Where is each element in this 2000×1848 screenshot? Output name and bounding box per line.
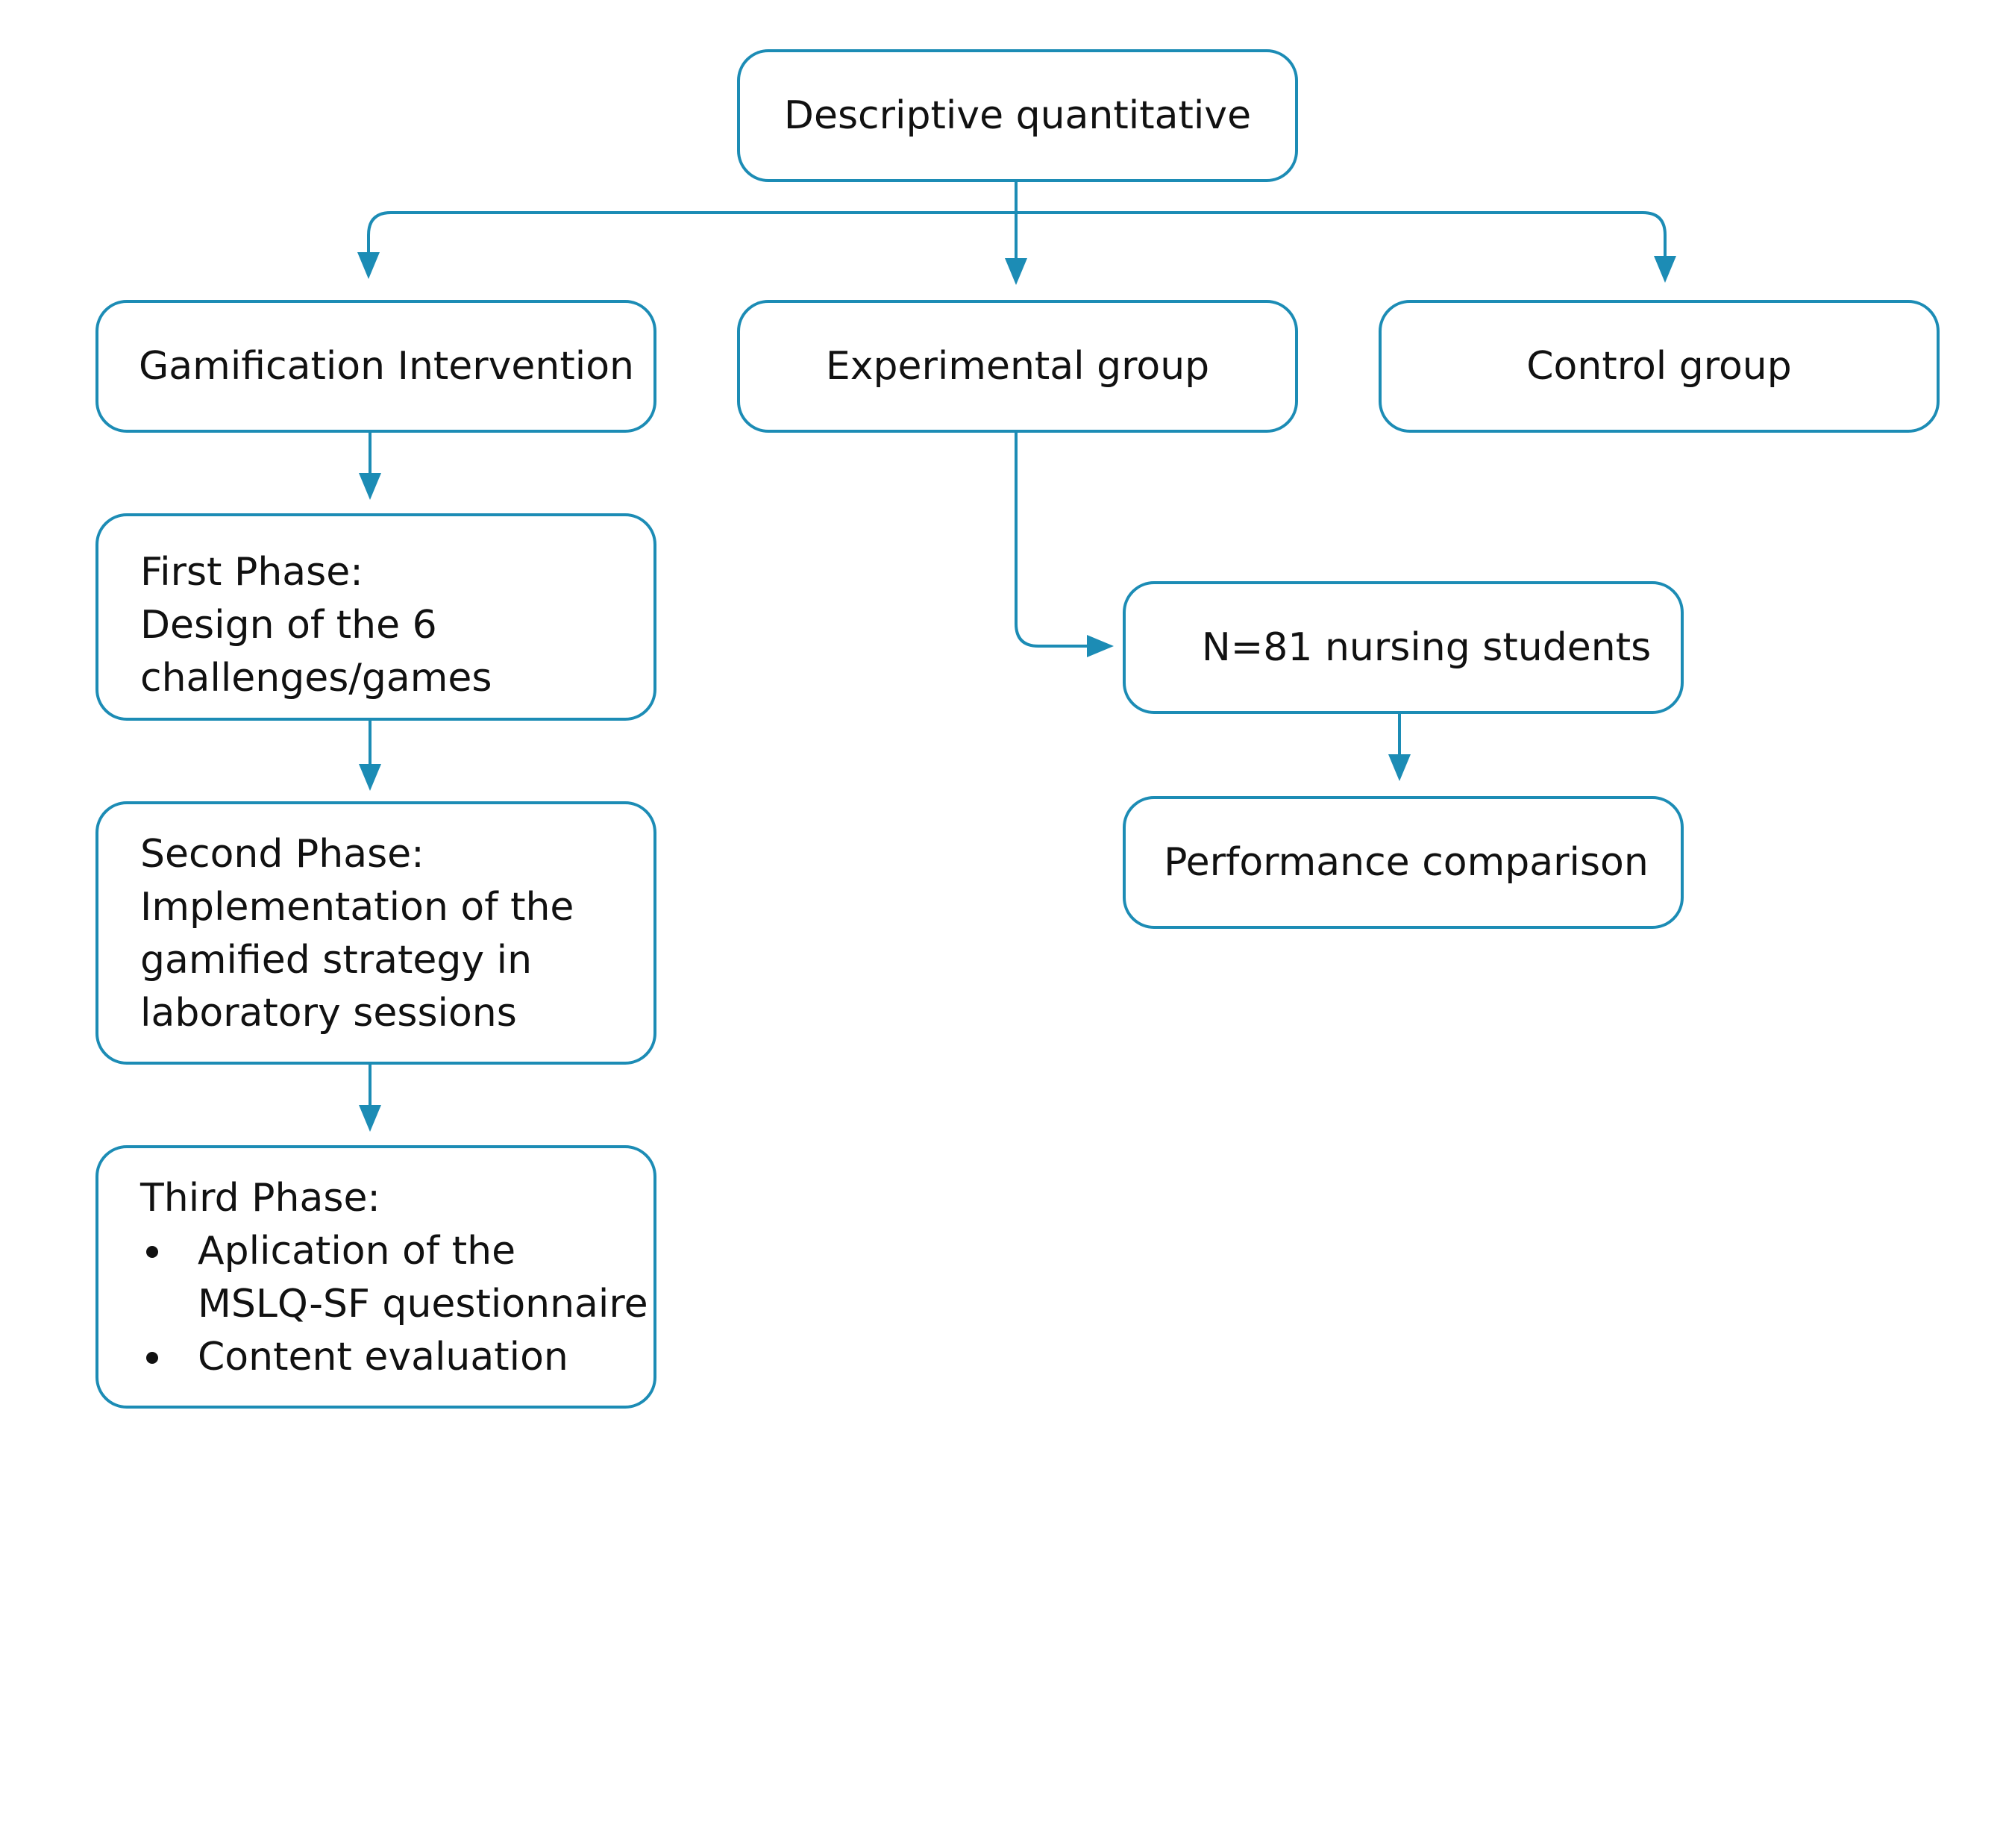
node-control-group: Control group (1379, 300, 1940, 433)
node-label: N=81 nursing students (1201, 624, 1652, 670)
node-performance-comparison: Performance comparison (1123, 796, 1684, 929)
arrowhead-control (1654, 256, 1676, 283)
node-experimental-group: Experimental group (737, 300, 1298, 433)
edge-experimental-to-sample (1015, 433, 1109, 648)
node-label: Control group (1526, 343, 1792, 389)
node-gamification-intervention: Gamification Intervention (95, 300, 656, 433)
phase-text-line: Design of the 6 (140, 603, 437, 648)
node-label: Experimental group (825, 343, 1210, 389)
phase-text-line: laboratory sessions (140, 991, 517, 1036)
node-third-phase: Third Phase: Aplication of the MSLQ-SF q… (95, 1145, 656, 1409)
bullet-text-line: Aplication of the (198, 1229, 516, 1274)
node-label: Gamification Intervention (139, 343, 634, 389)
arrowhead-sample (1087, 635, 1114, 657)
arrowhead-gamification (357, 252, 380, 279)
phase-heading: First Phase: (140, 550, 363, 595)
arrowhead-third-phase (359, 1105, 381, 1132)
bullet-text-line: Content evaluation (198, 1335, 568, 1379)
phase-text-line: gamified strategy in (140, 938, 533, 983)
phase-text-line: challenges/games (140, 656, 492, 701)
node-label: Performance comparison (1164, 839, 1649, 885)
phase-text-line: Implementation of the (140, 885, 574, 930)
node-second-phase: Second Phase: Implementation of the gami… (95, 801, 656, 1065)
bullet-item: Aplication of the MSLQ-SF questionnaire (140, 1225, 648, 1331)
arrowhead-second-phase (359, 764, 381, 791)
phase-heading: Second Phase: (140, 832, 424, 877)
edge-root-to-gamification (367, 211, 1016, 275)
edge-root-to-control (1016, 211, 1667, 278)
arrowhead-performance (1388, 754, 1411, 781)
node-descriptive-quantitative: Descriptive quantitative (737, 49, 1298, 182)
bullet-list: Aplication of the MSLQ-SF questionnaire … (140, 1225, 648, 1384)
node-label: Descriptive quantitative (783, 93, 1252, 138)
arrowhead-first-phase (359, 473, 381, 500)
node-first-phase: First Phase: Design of the 6 challenges/… (95, 513, 656, 721)
bullet-text-line: MSLQ-SF questionnaire (198, 1282, 648, 1327)
arrowhead-experimental (1005, 258, 1027, 285)
node-sample-size: N=81 nursing students (1123, 581, 1684, 714)
phase-heading: Third Phase: (140, 1176, 380, 1221)
bullet-item: Content evaluation (140, 1331, 639, 1384)
